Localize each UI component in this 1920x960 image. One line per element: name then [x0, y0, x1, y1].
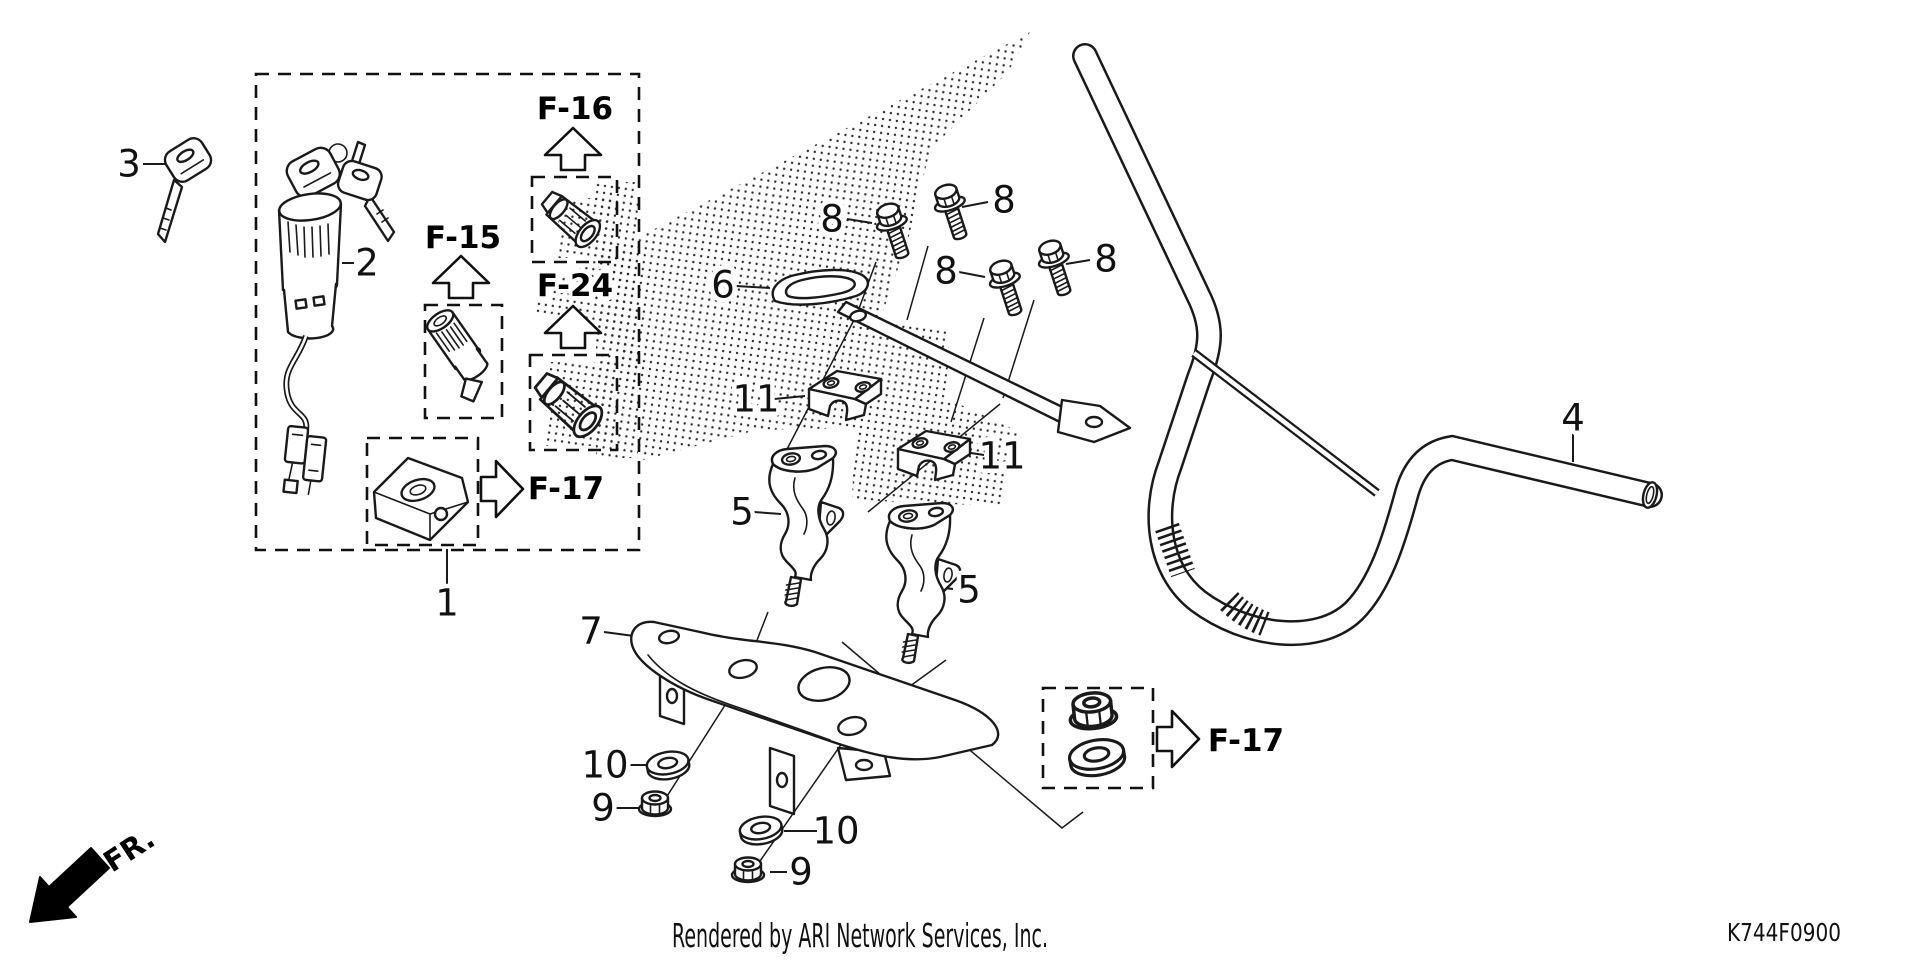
part-callout-8-2: 8 [992, 179, 1016, 222]
f16-part-box [530, 175, 619, 264]
part-callout-9-2: 9 [789, 851, 813, 894]
part-callouts: 3 2 1 6 8 8 8 8 11 11 5 5 4 7 10 9 10 9 [113, 138, 1590, 898]
ignition-switch-drawing [277, 140, 396, 496]
f24-part-box [528, 353, 619, 452]
frame-ref-f24: F-24 [537, 268, 613, 304]
frame-ref-f17-lock: F-17 [528, 471, 604, 507]
part-callout-6: 6 [711, 264, 735, 307]
wire-bracket-drawing [771, 268, 1132, 444]
part-callout-11-1: 11 [732, 378, 779, 421]
lock-cylinder-f15-drawing [425, 309, 489, 403]
up-arrow-icon-f15 [431, 254, 491, 300]
lock-holder-drawing [372, 456, 470, 542]
part-callout-4: 4 [1561, 397, 1585, 440]
part-callout-5-1: 5 [730, 491, 754, 534]
right-arrow-icon-f17-stem [1155, 709, 1201, 769]
part-callout-2: 2 [355, 242, 379, 285]
part1-box [365, 436, 480, 547]
up-arrow-icon-f16 [543, 126, 603, 172]
leader-lines [143, 163, 1574, 873]
part-callout-9-1: 9 [591, 787, 615, 830]
fr-direction-arrow-icon [29, 847, 110, 923]
key-drawing [156, 137, 213, 244]
knurl-band [1220, 591, 1270, 636]
lock-cylinder-f24-drawing [533, 372, 604, 439]
handlebar-drawing [1072, 43, 1663, 647]
frame-ref-f16: F-16 [537, 91, 613, 127]
f15-part-box [423, 303, 504, 420]
right-arrow-icon-f17-lock [479, 459, 525, 519]
diagram-code: K744F0900 [1727, 918, 1841, 947]
stem-nut-washer-drawing [1065, 688, 1129, 782]
part-callout-10-2: 10 [812, 810, 859, 853]
part-callout-5-2: 5 [957, 569, 981, 612]
part-callout-8-4: 8 [1094, 238, 1118, 281]
part-callout-11-2: 11 [978, 435, 1025, 478]
up-arrow-icon-f24 [543, 304, 603, 350]
part-callout-1: 1 [435, 582, 459, 625]
bracket-plate-drawing [630, 620, 1000, 816]
part-callout-3: 3 [117, 143, 141, 186]
part-callout-8-3: 8 [934, 250, 958, 293]
frame-reference-labels: F-15 F-16 F-24 F-17 F-17 [421, 87, 1288, 763]
lock-set-group-box [254, 72, 641, 552]
frame-ref-f17-stem: F-17 [1208, 723, 1284, 759]
f17-stem-nut-box [1041, 686, 1155, 790]
part-callout-8-1: 8 [820, 198, 844, 241]
footer-credit: Rendered by ARI Network Services, Inc. [672, 916, 1048, 955]
frame-ref-f15: F-15 [425, 220, 501, 256]
lock-cylinder-f16-drawing [540, 190, 602, 249]
part-callout-10-1: 10 [581, 744, 628, 787]
part-callout-7: 7 [579, 610, 603, 653]
knurl-band [1155, 522, 1195, 578]
